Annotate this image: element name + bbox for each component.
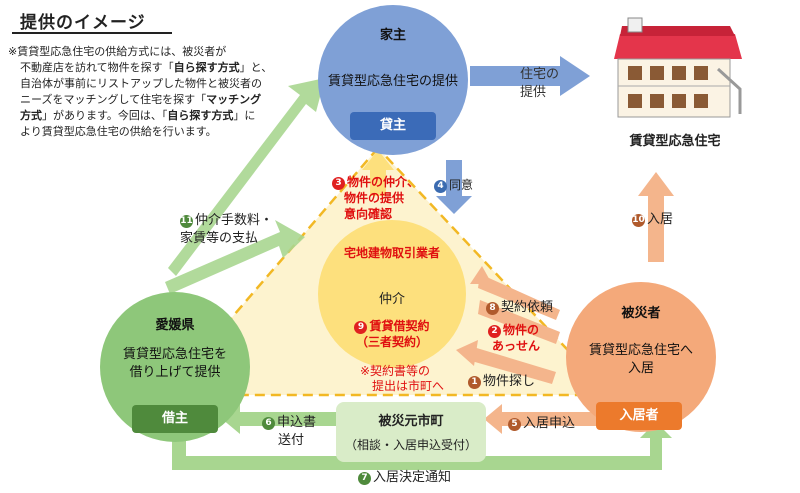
arrow-prefecture-to-landlord (168, 78, 325, 276)
prefecture-description: 賃貸型応急住宅を 借り上げて提供 (122, 347, 227, 380)
victim-description: 賃貸型応急住宅へ 入居 (588, 343, 693, 376)
page-title: 提供のイメージ (20, 13, 146, 33)
city-title: 被災元市町 (378, 414, 444, 429)
arrow-decision-notice (172, 422, 672, 470)
note-line: 自治体が事前にリストアップした物件と被災者の (20, 77, 262, 90)
arrow-application (498, 412, 598, 426)
note-line: ニーズをマッチングして住宅を探す「マッチング (20, 93, 262, 106)
house-illustration (600, 14, 750, 124)
arrow-move-in (638, 172, 674, 262)
victim-title: 被災者 (621, 306, 661, 321)
arrow-consent (436, 160, 472, 214)
lessee-badge: 借主 (132, 405, 218, 433)
note-line: より賃貸型応急住宅の供給を行います。 (20, 125, 217, 138)
landlord-title: 家主 (379, 28, 406, 43)
house-label: 賃貸型応急住宅 (629, 134, 721, 149)
supply-label: 住宅の 提供 (520, 67, 560, 100)
supply-method-note: ※賃貸型応急住宅の供給方式には、被災者が 不動産店を訪れて物件を探す「自ら探す方… (8, 44, 308, 140)
prefecture-title: 愛媛県 (155, 318, 195, 333)
arrow-search (468, 346, 556, 384)
note-line: ※賃貸型応急住宅の供給方式には、被災者が (8, 45, 227, 58)
city-box (336, 402, 486, 462)
note-line: 方式」があります。今回は、「自ら探す方式」に (20, 109, 256, 122)
arrow-send-form (236, 412, 336, 426)
arrow-payment (165, 220, 305, 294)
resident-badge: 入居者 (596, 402, 682, 430)
title-underline (12, 32, 172, 34)
step-9-number: 9 (354, 321, 368, 334)
arrow-contract-request (478, 274, 560, 320)
broker-title: 宅地建物取引業者 (343, 246, 440, 260)
lessor-badge: 貸主 (350, 112, 436, 140)
arrow-supply-house (470, 56, 590, 96)
broker-role: 仲介 (378, 292, 405, 307)
note-line: 不動産店を訪れて物件を探す「自ら探す方式」と、 (20, 61, 273, 74)
landlord-description: 賃貸型応急住宅の提供 (327, 74, 458, 89)
arrow-brokerage-up (362, 150, 394, 196)
city-subtitle: （相談・入居申込受付） (344, 438, 477, 452)
documents-note: ※契約書等の 提出は市町へ (360, 364, 445, 393)
broker-circle (318, 220, 466, 368)
